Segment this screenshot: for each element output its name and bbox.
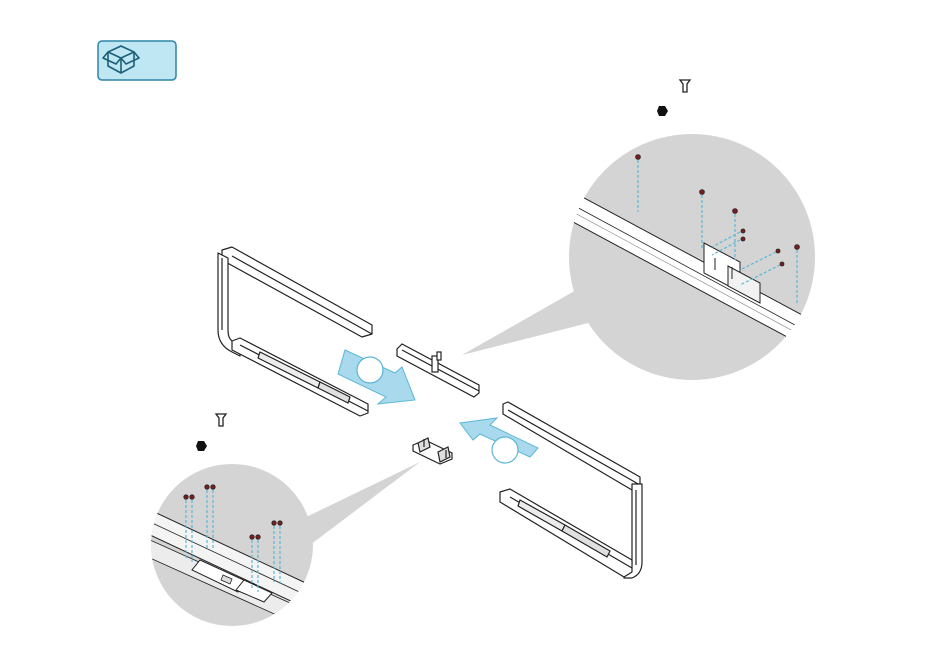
countersunk-screw-icon: [680, 80, 690, 92]
hex-nut-icon: [196, 441, 207, 451]
countersunk-screw-icon: [216, 414, 226, 426]
right-frame: [500, 402, 642, 578]
parts-box-icon: [98, 41, 176, 80]
connector-bracket: [413, 438, 452, 464]
left-frame: [218, 247, 372, 416]
hex-nut-icon: [657, 106, 668, 116]
